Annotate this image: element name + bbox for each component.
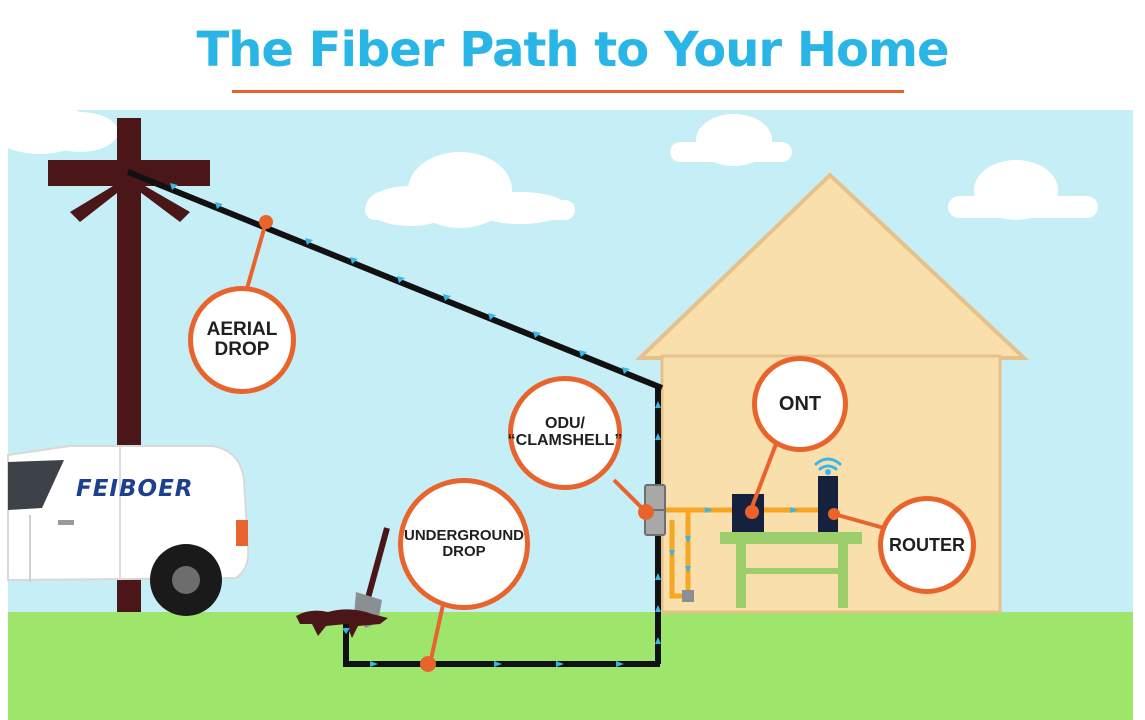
service-van <box>7 445 250 616</box>
callout-leaders <box>244 221 885 665</box>
aerial-drop-callout: AERIAL DROP <box>188 286 296 394</box>
callout-dots <box>259 215 840 672</box>
underground-drop-cable <box>343 624 660 667</box>
inside-fiber-arrows <box>669 507 798 573</box>
cloud-icon <box>365 152 575 228</box>
odu-callout: ODU/ “CLAMSHELL” <box>508 376 622 490</box>
wall-jack <box>682 590 694 602</box>
ont-label: ONT <box>778 392 822 415</box>
underground-drop-label: UNDERGROUND DROP <box>404 527 524 560</box>
router-device <box>818 476 838 532</box>
cloud-icon <box>670 114 792 166</box>
van-brand-logo: FEIBOER <box>76 476 194 502</box>
underground-drop-callout: UNDERGROUND DROP <box>398 478 530 610</box>
aerial-drop-label: AERIAL DROP <box>206 319 278 360</box>
title-underline <box>232 90 904 93</box>
cloud-icon <box>948 160 1098 220</box>
table <box>720 532 862 608</box>
odu-label: ODU/ “CLAMSHELL” <box>507 415 623 449</box>
wifi-icon <box>814 457 842 475</box>
page-title: The Fiber Path to Your Home <box>196 22 949 78</box>
cloud-icon <box>0 102 118 154</box>
fiber-arrows <box>170 183 661 667</box>
dirt-pile <box>296 609 388 638</box>
router-callout: ROUTER <box>878 496 976 594</box>
router-label: ROUTER <box>889 534 965 555</box>
ont-callout: ONT <box>752 356 848 452</box>
